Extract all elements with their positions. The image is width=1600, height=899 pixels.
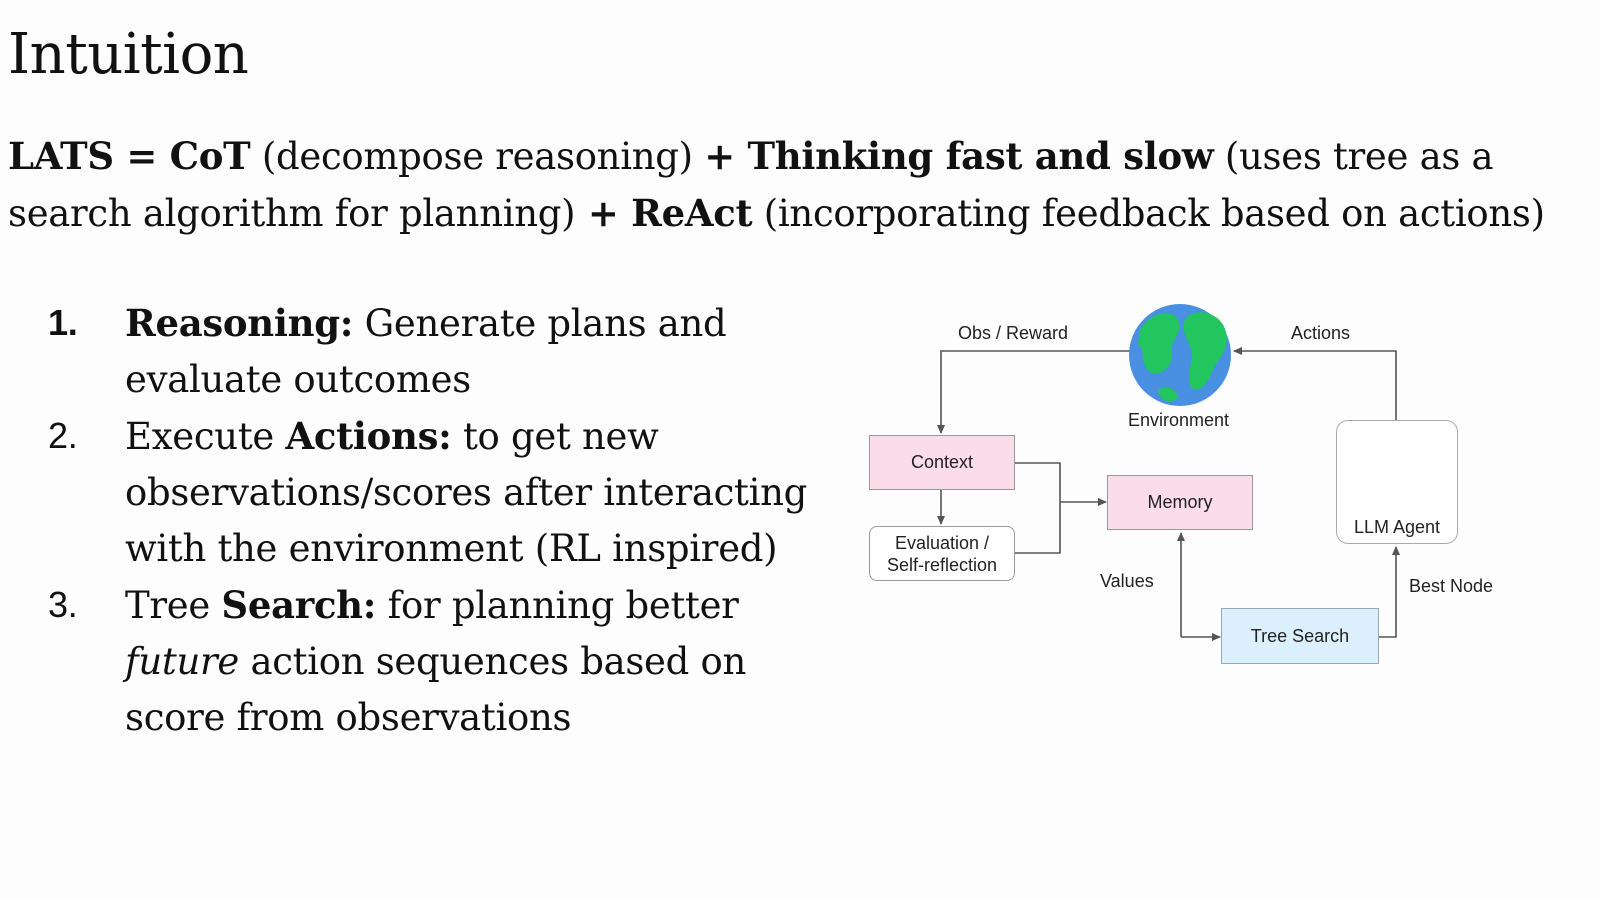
llm-agent-label: LLM Agent <box>1353 517 1441 537</box>
item-text: Generate plans and evaluate outcomes <box>125 302 727 401</box>
environment-label: Environment <box>1128 410 1230 430</box>
numbered-list: 1. Reasoning: Generate plans and evaluat… <box>48 295 838 746</box>
actions-label: Actions <box>1291 323 1351 343</box>
best-node-arrow <box>1379 546 1400 638</box>
actions-arrow <box>1233 347 1397 422</box>
item-bold: Reasoning: <box>125 301 354 345</box>
list-number: 2. <box>48 415 78 456</box>
evaluation-line1: Evaluation / <box>894 532 990 553</box>
list-number: 3. <box>48 584 78 625</box>
globe-icon <box>1129 304 1231 406</box>
list-item-search: 3. Tree Search: for planning better futu… <box>48 577 838 746</box>
item-text: action sequences based on score from obs… <box>125 640 747 739</box>
item-text: to get new observations/scores after int… <box>125 415 808 570</box>
intro-react: + ReAct <box>575 191 753 235</box>
item-pre: Execute <box>125 415 286 458</box>
intro-thinking: + Thinking fast and slow <box>704 134 1214 178</box>
context-memory-line <box>1015 462 1061 554</box>
evaluation-box: Evaluation / Self-reflection <box>869 526 1015 581</box>
values-label: Values <box>1100 571 1154 591</box>
llm-agent-card: LLM Agent <box>1336 420 1458 544</box>
intro-cot-desc: (decompose reasoning) <box>250 135 705 178</box>
slide-title: Intuition <box>8 22 249 87</box>
item-bold: Search: <box>221 583 377 627</box>
best-node-label: Best Node <box>1409 576 1494 596</box>
item-bold: Actions: <box>285 414 452 458</box>
context-box: Context <box>869 435 1015 490</box>
memory-box: Memory <box>1107 475 1253 530</box>
item-pre: Tree <box>125 584 222 627</box>
obs-reward-arrow <box>937 350 1132 434</box>
obs-reward-label: Obs / Reward <box>958 323 1069 343</box>
evaluation-line2: Self-reflection <box>886 554 998 575</box>
intro-thinking-desc: (uses tree as a search algorithm for pla… <box>8 135 1494 235</box>
intro-paragraph: LATS = CoT (decompose reasoning) + Think… <box>8 128 1568 242</box>
list-number: 1. <box>48 302 78 343</box>
intro-lats-cot: LATS = CoT <box>8 134 251 178</box>
list-item-reasoning: 1. Reasoning: Generate plans and evaluat… <box>48 295 838 408</box>
item-italic: future <box>125 640 240 683</box>
intro-react-desc: (incorporating feedback based on actions… <box>752 192 1545 235</box>
item-mid: for planning better <box>376 584 739 627</box>
list-item-actions: 2. Execute Actions: to get new observati… <box>48 408 838 577</box>
tree-search-box: Tree Search <box>1221 608 1379 664</box>
